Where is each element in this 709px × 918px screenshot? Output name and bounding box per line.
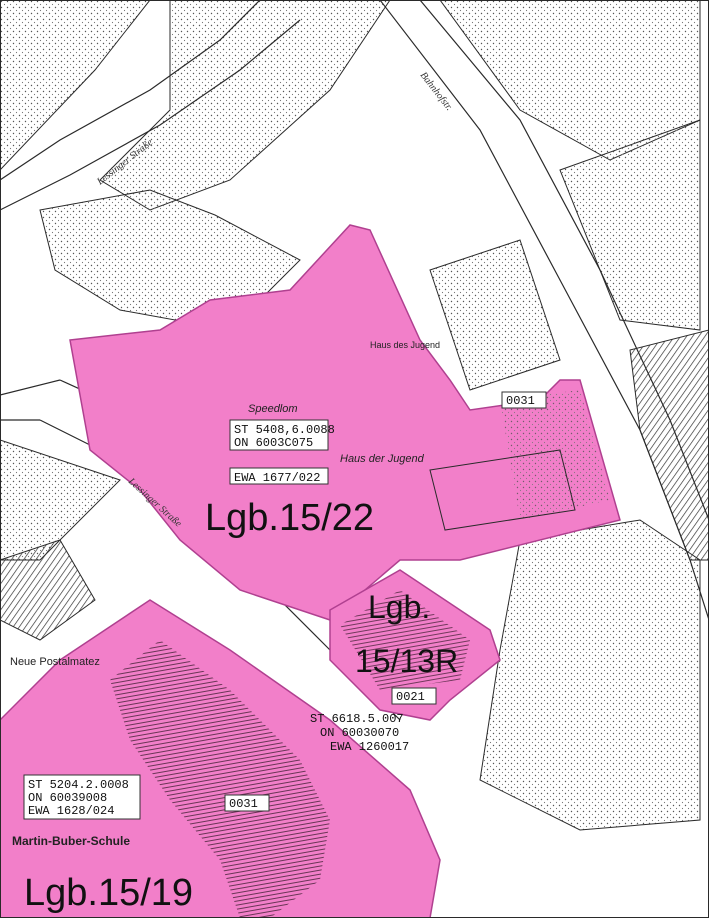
parcel-15-13r-code-3: EWA 1260017 bbox=[330, 740, 409, 754]
parcel-15-13r-building bbox=[340, 590, 470, 690]
parcel-15-19-school: Martin-Buber-Schule bbox=[12, 834, 130, 848]
map-mark-2: 0021 bbox=[391, 687, 437, 705]
parcel-15-13r-codes: ST 6618.5.007 ON 60030070 EWA 1260017 bbox=[310, 712, 409, 754]
parcel-15-19-code-1: ST 5204.2.0008 bbox=[28, 778, 129, 792]
parcel-15-22-label: Lgb.15/22 bbox=[205, 497, 374, 539]
hatched-building-east bbox=[629, 329, 709, 561]
svg-text:0031: 0031 bbox=[506, 394, 535, 408]
parcel-15-13r-label-line2: 15/13R bbox=[355, 643, 458, 679]
parcel-15-19-label: Lgb.15/19 bbox=[24, 872, 193, 914]
parcel-15-22-code-1: ST 5408,6.0088 bbox=[234, 423, 335, 437]
svg-text:0031: 0031 bbox=[229, 797, 258, 811]
parcel-15-19-code-2: ON 60039008 bbox=[28, 791, 107, 805]
parcel-15-13r-label-line1: Lgb. bbox=[368, 589, 430, 625]
parcel-15-19-building bbox=[110, 640, 330, 918]
parcel-15-19-codes: ST 5204.2.0008 ON 60039008 EWA 1628/024 bbox=[23, 774, 141, 820]
parcel-15-22-code-2: ON 6003C075 bbox=[234, 436, 313, 450]
parcel-15-22[interactable] bbox=[69, 224, 621, 621]
parcel-15-22-codes: ST 5408,6.0088 ON 6003C075 EWA 1677/022 bbox=[229, 419, 335, 485]
svg-text:0021: 0021 bbox=[396, 690, 425, 704]
parcel-15-22-building-dots bbox=[500, 390, 610, 520]
map-mark-3: 0031 bbox=[224, 794, 270, 812]
parcel-15-13r-code-1: ST 6618.5.007 bbox=[310, 712, 404, 726]
parcel-15-19-code-3: EWA 1628/024 bbox=[28, 804, 114, 818]
parcel-15-22-name: Speedlom bbox=[248, 403, 298, 415]
parcel-15-13r-code-2: ON 60030070 bbox=[320, 726, 399, 740]
parcel-15-22-building-small: Haus des Jugend bbox=[370, 340, 440, 350]
dotted-blocks bbox=[0, 0, 701, 831]
hatched-building-west bbox=[0, 539, 96, 641]
neighbor-label: Neue Postalmatez bbox=[10, 656, 100, 668]
parcel-15-22-ewa: EWA 1677/022 bbox=[234, 471, 320, 485]
parcel-15-22-building-label: Haus der Jugend bbox=[340, 453, 425, 465]
parcel-15-22-building bbox=[429, 449, 576, 531]
map-mark-1: 0031 bbox=[501, 391, 547, 409]
